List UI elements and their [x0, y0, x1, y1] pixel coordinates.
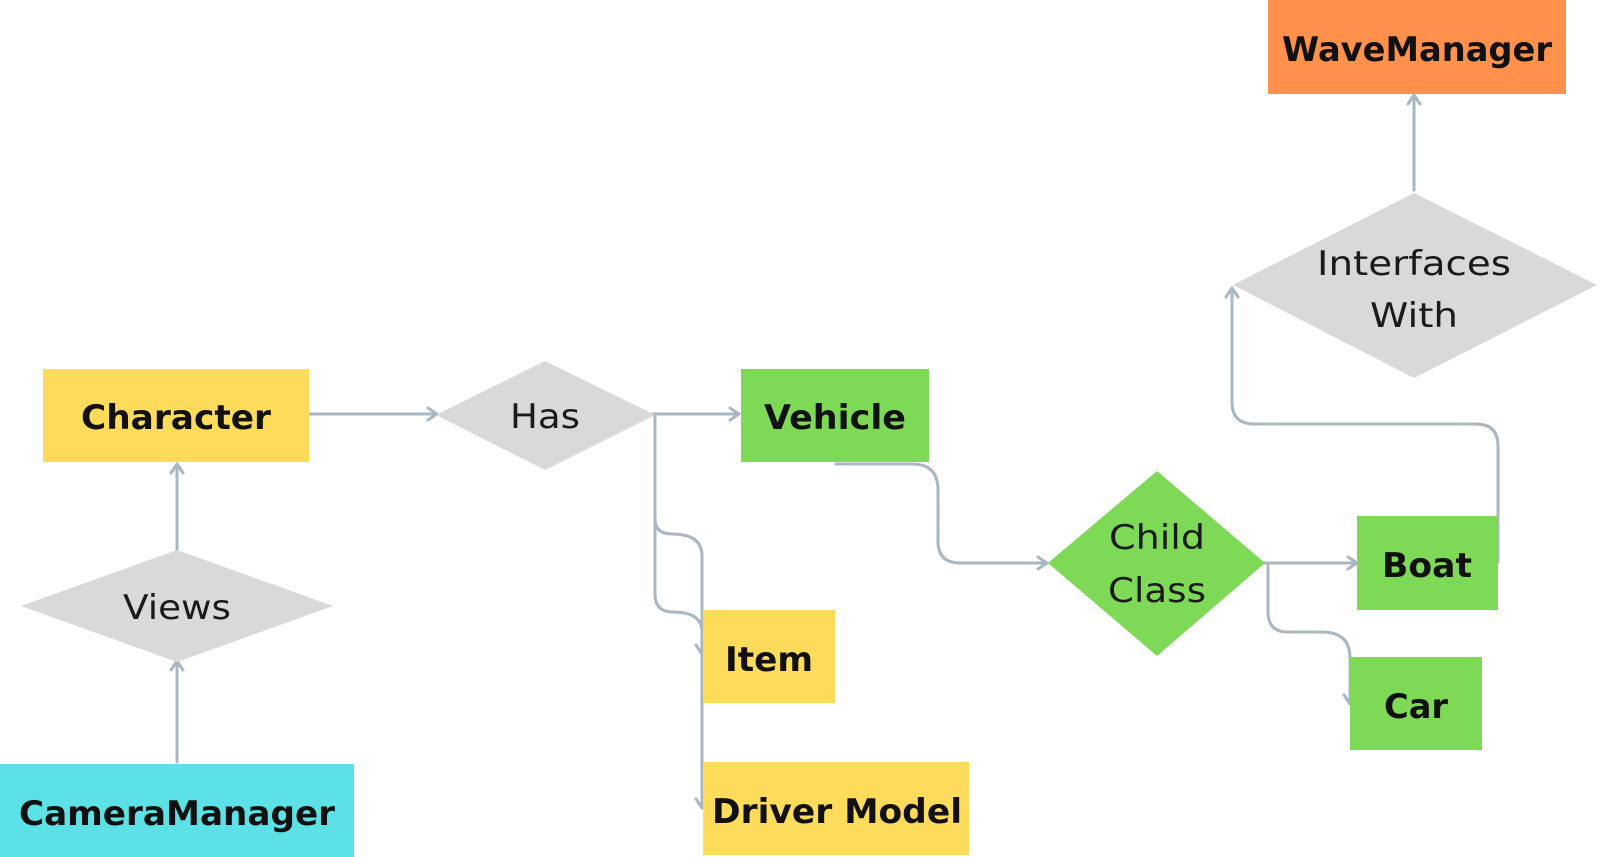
interfaces-with-label-line1: Interfaces	[1317, 244, 1511, 284]
item-box	[703, 610, 835, 703]
child-class-diamond	[1048, 471, 1265, 656]
node-car: Car	[1350, 657, 1482, 750]
node-child-class: Child Class	[1048, 471, 1265, 656]
vehicle-box	[741, 369, 929, 462]
arrowhead-boat-to-interfaces-with	[1224, 286, 1240, 299]
driver-model-label: Driver Model	[712, 792, 962, 832]
node-item: Item	[703, 610, 835, 703]
camera-manager-label: CameraManager	[19, 794, 335, 834]
wavemanager-label: WaveManager	[1282, 30, 1552, 70]
views-diamond	[21, 550, 333, 662]
car-label: Car	[1384, 687, 1448, 727]
connector-has-to-driver-model	[653, 412, 704, 808]
has-diamond	[436, 361, 655, 470]
arrowhead-character-to-has	[426, 406, 439, 422]
node-interfaces-with: Interfaces With	[1233, 193, 1597, 378]
driver-model-box	[703, 762, 969, 855]
node-driver-model: Driver Model	[703, 762, 969, 855]
wavemanager-box	[1268, 0, 1566, 94]
item-label: Item	[725, 640, 813, 680]
boat-box	[1357, 516, 1498, 610]
node-camera-manager: CameraManager	[0, 764, 354, 857]
connectors	[169, 93, 1500, 810]
boat-label: Boat	[1382, 546, 1472, 586]
character-label: Character	[81, 398, 271, 438]
connector-child-class-to-car	[1266, 561, 1352, 704]
character-box	[43, 369, 309, 462]
node-vehicle: Vehicle	[741, 369, 929, 462]
child-class-label-line1: Child	[1109, 518, 1205, 558]
interfaces-with-label-line2: With	[1370, 296, 1458, 336]
child-class-label-line2: Class	[1108, 571, 1206, 611]
camera-manager-box	[0, 764, 354, 857]
views-label: Views	[123, 588, 231, 628]
connector-vehicle-to-child-class	[834, 462, 1048, 565]
node-has: Has	[436, 361, 655, 470]
node-character: Character	[43, 369, 309, 462]
vehicle-label: Vehicle	[764, 398, 906, 438]
has-label: Has	[510, 397, 580, 437]
connector-boat-to-interfaces-with	[1230, 288, 1500, 564]
interfaces-with-diamond	[1233, 193, 1597, 378]
arrowhead-views-to-character	[169, 462, 185, 475]
arrowhead-vehicle-to-child-class	[1036, 555, 1049, 571]
node-boat: Boat	[1357, 516, 1498, 610]
node-views: Views	[21, 550, 333, 662]
node-wavemanager: WaveManager	[1268, 0, 1566, 94]
arrowhead-has-to-vehicle	[728, 406, 741, 422]
car-box	[1350, 657, 1482, 750]
arrowhead-interfaces-with-to-wavemanager	[1406, 93, 1422, 106]
